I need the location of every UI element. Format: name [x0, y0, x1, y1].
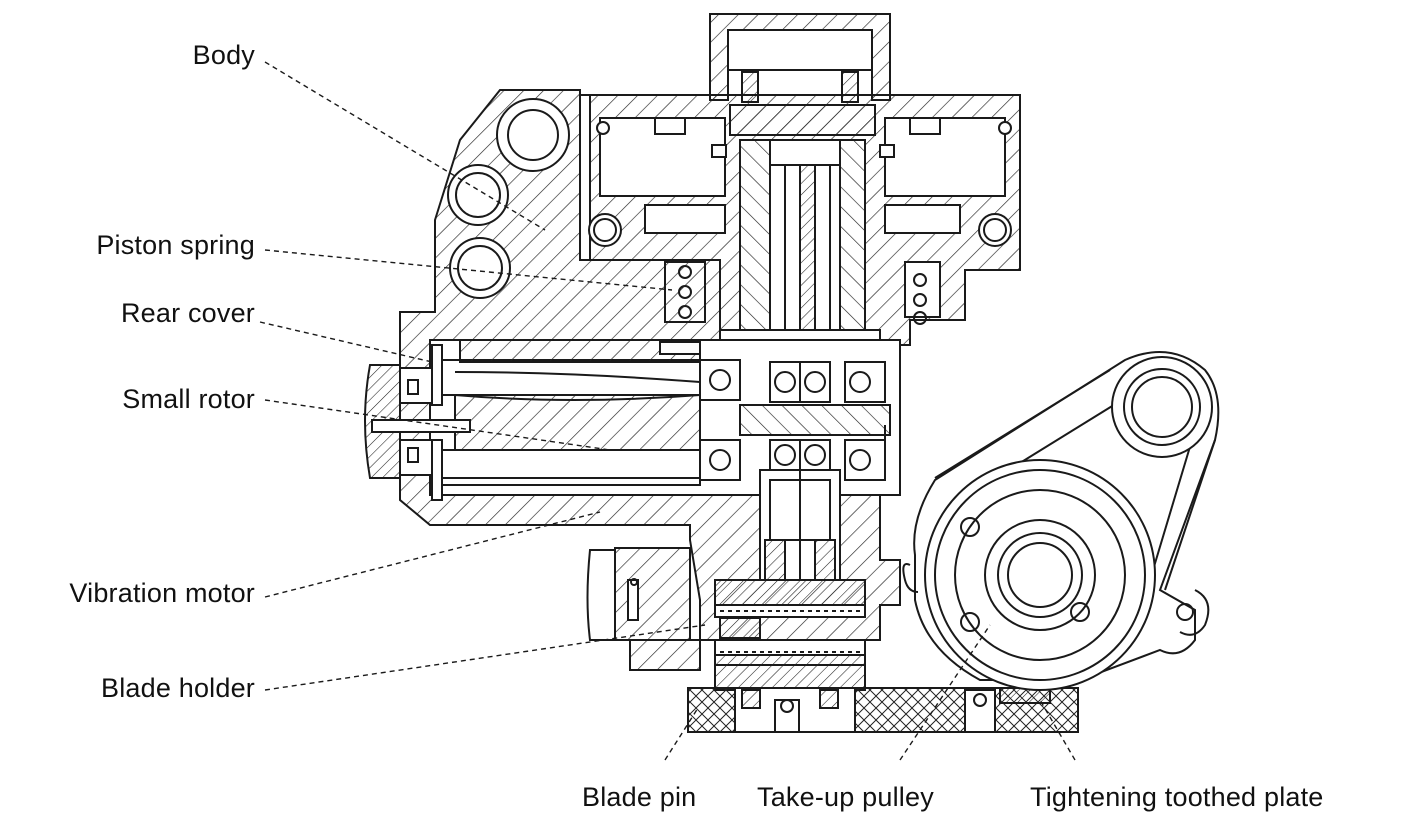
leader-toothed-plate: [1039, 699, 1076, 761]
leader-body: [264, 61, 546, 231]
center-bearings: [699, 359, 886, 481]
blade-holder: [714, 579, 866, 691]
label-blade-pin: Blade pin: [582, 782, 697, 812]
leader-lines: [259, 61, 1076, 761]
label-blade-holder: Blade holder: [100, 673, 255, 703]
label-take-up-pulley: Take-up pulley: [757, 782, 934, 812]
label-rear-cover: Rear cover: [120, 298, 255, 328]
label-small-rotor: Small rotor: [122, 384, 255, 414]
piston-spring-right: [904, 261, 941, 325]
leader-rear-cover: [259, 321, 433, 363]
small-rotor: [371, 419, 471, 433]
blade-base-plate: [687, 687, 1079, 733]
leader-small-rotor: [264, 399, 611, 451]
label-tightening-toothed-plate: Tightening toothed plate: [1030, 782, 1324, 812]
label-piston-spring: Piston spring: [96, 230, 255, 260]
label-vibration-motor: Vibration motor: [69, 578, 255, 608]
leader-blade-holder: [264, 624, 706, 691]
leader-take-up-pulley: [899, 624, 991, 761]
label-body: Body: [192, 40, 255, 70]
leader-vibration-motor: [264, 511, 601, 598]
take-up-pulley: [902, 351, 1220, 691]
vibration-motor: [586, 547, 701, 671]
leader-blade-pin: [664, 707, 699, 761]
